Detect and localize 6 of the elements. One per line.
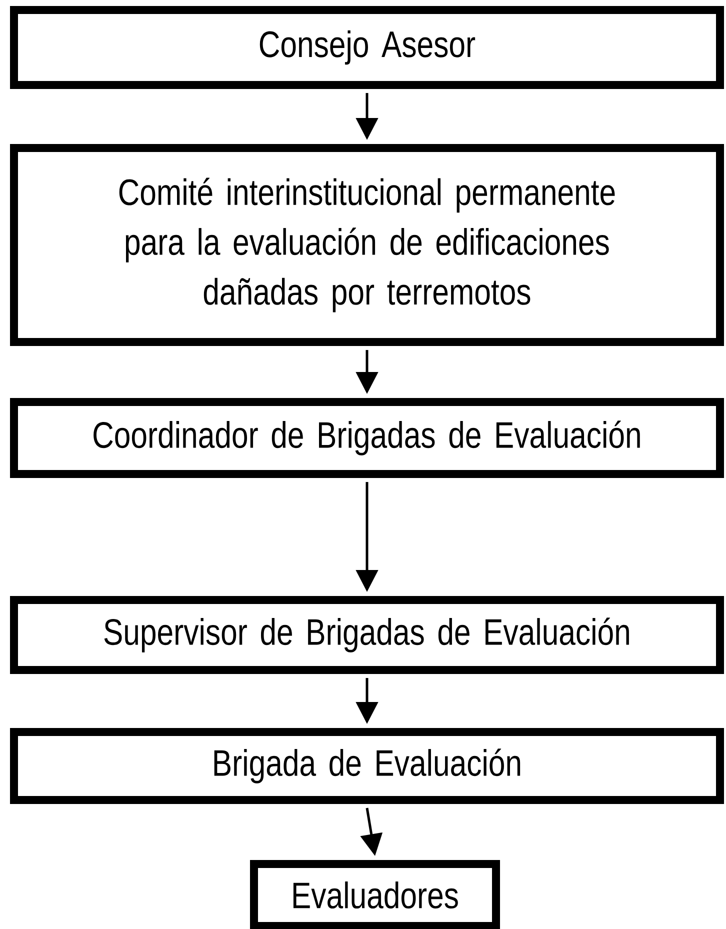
process-box: Consejo Asesor xyxy=(10,6,724,89)
process-box: Supervisor de Brigadas de Evaluación xyxy=(10,596,724,674)
process-box: Coordinador de Brigadas de Evaluación xyxy=(10,398,724,478)
process-box: Comité interinstitucional permanente para la evaluación de edificaciones dañadas por terremotos xyxy=(10,144,724,346)
process-box: Evaluadores xyxy=(250,860,500,929)
process-box: Brigada de Evaluación xyxy=(10,728,724,804)
